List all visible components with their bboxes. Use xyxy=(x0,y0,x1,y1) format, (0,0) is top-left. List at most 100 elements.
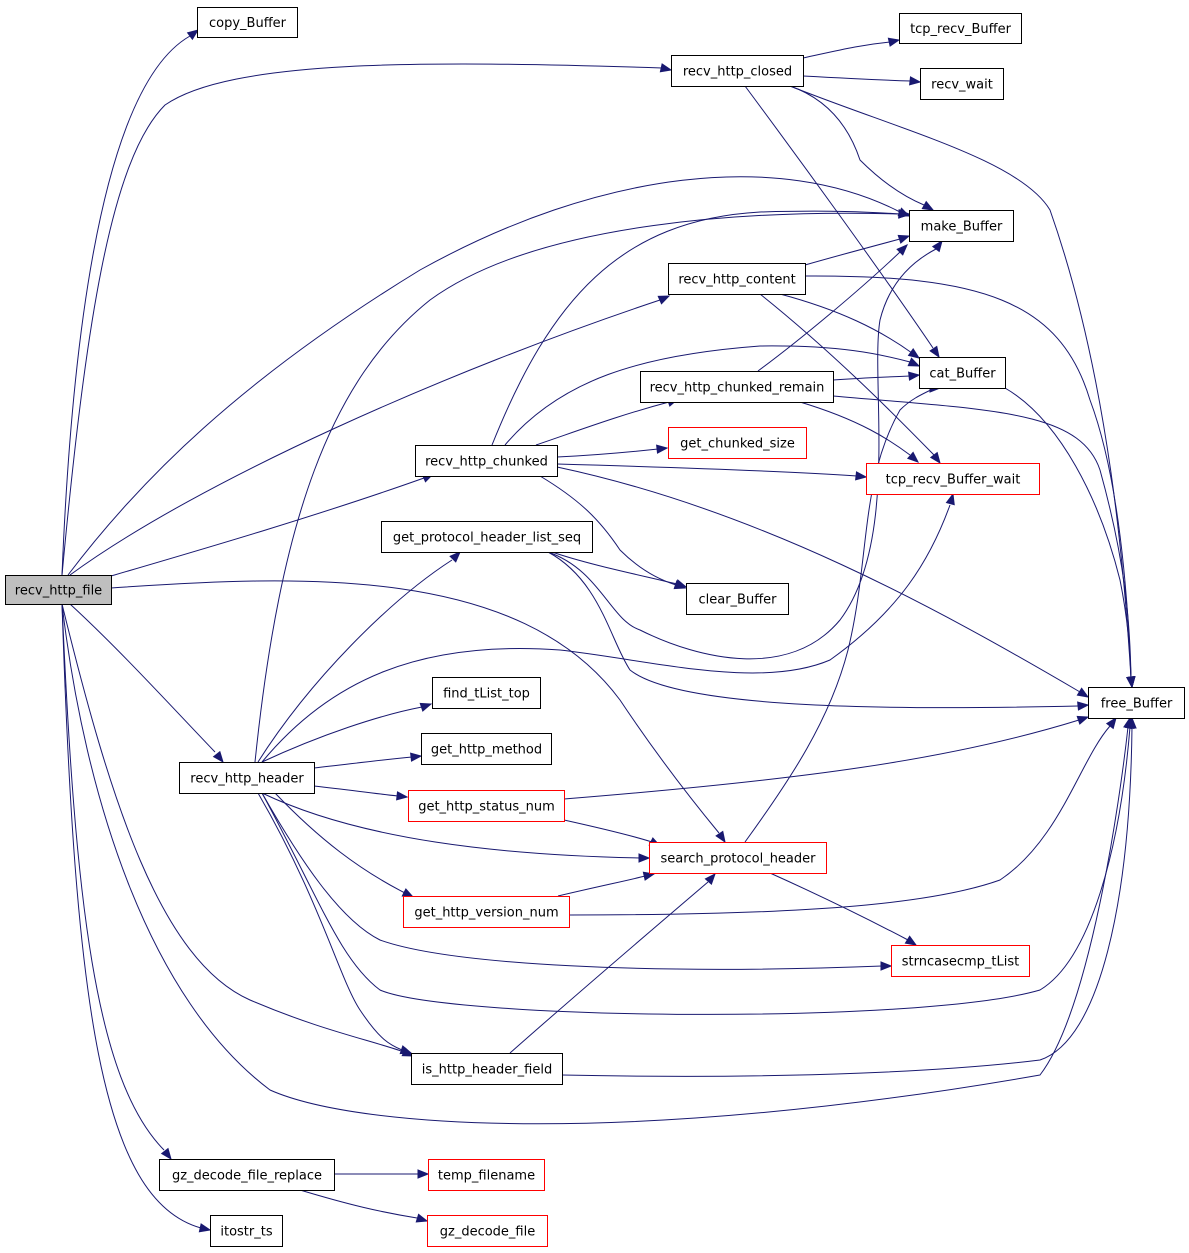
node-tcp_recv_Buffer_wait[interactable]: tcp_recv_Buffer_wait xyxy=(866,463,1040,495)
edges-layer xyxy=(61,29,1137,1233)
node-box xyxy=(381,521,593,553)
edge-line xyxy=(110,580,720,834)
edge-line xyxy=(299,1189,418,1219)
node-box xyxy=(891,945,1030,977)
arrowhead xyxy=(907,348,921,359)
edge-line xyxy=(832,375,911,381)
node-label: recv_http_file xyxy=(15,584,102,599)
node-copy_Buffer[interactable]: copy_Buffer xyxy=(197,7,298,38)
edge-line xyxy=(539,475,677,586)
node-search_protocol_header[interactable]: search_protocol_header xyxy=(649,842,827,874)
edge-get_http_status_num-to-free_Buffer xyxy=(563,715,1090,800)
node-recv_http_header[interactable]: recv_http_header xyxy=(179,762,315,794)
arrowhead xyxy=(1105,716,1117,730)
edge-line xyxy=(261,726,1131,1015)
arrowhead xyxy=(1076,687,1090,698)
node-box xyxy=(1088,687,1185,719)
edge-search_protocol_header-to-strncasecmp_tList xyxy=(769,872,918,946)
edge-recv_http_file-to-gz_decode_file_replace xyxy=(61,603,172,1161)
nodes-layer: recv_http_file copy_Buffer recv_http_close… xyxy=(5,7,1185,1247)
node-label: recv_http_chunked xyxy=(425,455,548,470)
edge-line xyxy=(744,85,934,349)
edge-line xyxy=(757,251,901,372)
node-box xyxy=(5,575,112,605)
node-label: search_protocol_header xyxy=(660,852,816,867)
edge-recv_http_file-to-itostr_ts xyxy=(61,603,212,1233)
edge-recv_http_chunked_remain-to-free_Buffer xyxy=(832,395,1136,689)
edge-get_http_status_num-to-search_protocol_header xyxy=(563,819,662,847)
edge-line xyxy=(504,345,911,446)
node-get_chunked_size[interactable]: get_chunked_size xyxy=(668,427,807,459)
node-box xyxy=(899,13,1022,44)
node-label: get_http_version_num xyxy=(414,906,558,921)
arrowhead xyxy=(907,357,921,367)
edge-line xyxy=(799,401,911,456)
node-label: recv_http_chunked_remain xyxy=(650,381,825,396)
node-gz_decode_file_replace[interactable]: gz_decode_file_replace xyxy=(159,1159,335,1191)
node-label: gz_decode_file_replace xyxy=(172,1169,322,1184)
edge-is_http_header_field-to-free_Buffer xyxy=(561,716,1137,1077)
arrowhead xyxy=(931,239,943,253)
edge-line xyxy=(61,603,405,1053)
edge-recv_http_file-to-is_http_header_field xyxy=(61,603,415,1057)
node-free_Buffer[interactable]: free_Buffer xyxy=(1088,687,1185,719)
node-itostr_ts[interactable]: itostr_ts xyxy=(210,1215,283,1247)
node-recv_http_chunked_remain[interactable]: recv_http_chunked_remain xyxy=(640,371,834,403)
node-label: recv_wait xyxy=(931,78,993,93)
edge-line xyxy=(257,559,453,763)
node-get_protocol_header_list_seq[interactable]: get_protocol_header_list_seq xyxy=(381,521,593,553)
edge-recv_http_chunked-to-get_chunked_size xyxy=(556,444,669,458)
arrowhead xyxy=(906,451,920,463)
edge-recv_http_chunked_remain-to-tcp_recv_Buffer_wait xyxy=(799,401,920,463)
edge-line xyxy=(110,477,425,577)
node-box xyxy=(671,55,804,87)
edge-recv_http_header-to-get_http_version_num xyxy=(274,792,415,898)
edge-line xyxy=(1004,387,1132,679)
node-box xyxy=(179,762,315,794)
node-label: clear_Buffer xyxy=(698,593,777,608)
node-box xyxy=(640,371,834,403)
edge-recv_http_chunked_remain-to-cat_Buffer xyxy=(832,371,921,381)
node-label: is_http_header_field xyxy=(422,1063,552,1078)
edge-line xyxy=(313,756,413,769)
node-box xyxy=(411,1053,563,1085)
edge-line xyxy=(261,504,951,763)
arrowhead xyxy=(659,63,673,73)
node-label: itostr_ts xyxy=(220,1225,272,1240)
node-tcp_recv_Buffer[interactable]: tcp_recv_Buffer xyxy=(899,13,1022,44)
node-recv_wait[interactable]: recv_wait xyxy=(920,68,1004,100)
arrowhead xyxy=(656,444,669,454)
node-box xyxy=(408,790,565,822)
edge-line xyxy=(69,603,216,753)
arrowhead xyxy=(715,830,726,844)
node-clear_Buffer[interactable]: clear_Buffer xyxy=(686,583,789,615)
edge-line xyxy=(556,448,659,458)
node-recv_http_content[interactable]: recv_http_content xyxy=(668,263,806,295)
node-strncasecmp_tList[interactable]: strncasecmp_tList xyxy=(891,945,1030,977)
node-get_http_version_num[interactable]: get_http_version_num xyxy=(403,896,570,928)
edge-line xyxy=(568,725,1111,916)
arrowhead xyxy=(449,551,461,563)
edge-recv_http_header-to-tcp_recv_Buffer_wait xyxy=(261,492,955,763)
node-box xyxy=(403,896,570,928)
node-recv_http_chunked[interactable]: recv_http_chunked xyxy=(415,445,558,477)
node-get_http_method[interactable]: get_http_method xyxy=(421,733,552,765)
edge-recv_http_header-to-strncasecmp_tList xyxy=(261,792,893,971)
edge-line xyxy=(67,176,901,576)
node-cat_Buffer[interactable]: cat_Buffer xyxy=(919,357,1006,389)
node-temp_filename[interactable]: temp_filename xyxy=(428,1159,545,1191)
edge-recv_http_header-to-get_protocol_header_list_seq xyxy=(257,551,461,763)
node-make_Buffer[interactable]: make_Buffer xyxy=(909,210,1014,242)
node-get_http_status_num[interactable]: get_http_status_num xyxy=(408,790,565,822)
edge-recv_http_header-to-make_Buffer xyxy=(254,209,911,763)
node-gz_decode_file[interactable]: gz_decode_file xyxy=(427,1215,548,1247)
edge-recv_http_file-to-recv_http_header xyxy=(69,603,224,764)
node-box xyxy=(668,427,807,459)
node-label: tcp_recv_Buffer_wait xyxy=(886,473,1021,488)
arrowhead xyxy=(186,29,200,41)
node-recv_http_closed[interactable]: recv_http_closed xyxy=(671,55,804,87)
edge-line xyxy=(802,41,891,59)
node-find_tList_top[interactable]: find_tList_top xyxy=(432,677,541,709)
node-is_http_header_field[interactable]: is_http_header_field xyxy=(411,1053,563,1085)
